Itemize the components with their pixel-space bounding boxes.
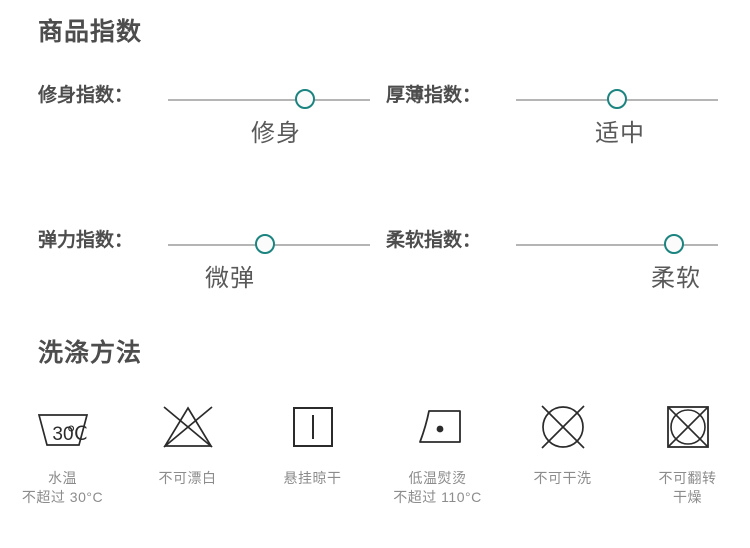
line-dry-icon xyxy=(279,398,347,456)
care-item-wash-temp: 30 ℃ 水温 不超过 30°C xyxy=(0,398,125,507)
do-not-bleach-icon xyxy=(154,398,222,456)
care-symbol-strip: 30 ℃ 水温 不超过 30°C 不可漂白 xyxy=(0,398,750,507)
care-caption: 悬挂晾干 xyxy=(283,470,342,486)
care-caption: 不可翻转 干燥 xyxy=(658,470,717,505)
slider-track[interactable] xyxy=(168,99,370,101)
slider-knob[interactable] xyxy=(254,234,275,254)
index-slider-softness[interactable] xyxy=(516,234,718,256)
care-item-iron-low: 低温熨烫 不超过 110°C xyxy=(375,398,500,507)
index-label-fit: 修身指数： xyxy=(38,85,134,106)
svg-text:30: 30 xyxy=(52,424,73,445)
slider-knob[interactable] xyxy=(663,234,684,254)
index-value-softness: 柔软 xyxy=(651,265,701,292)
iron-low-heat-icon xyxy=(404,398,472,456)
index-row-softness: 柔软指数： 柔软 xyxy=(386,225,721,320)
care-item-no-bleach: 不可漂白 xyxy=(125,398,250,507)
index-row-fit: 修身指数： 修身 xyxy=(38,80,373,175)
do-not-dry-clean-icon xyxy=(529,398,597,456)
do-not-tumble-dry-icon xyxy=(654,398,722,456)
care-caption: 水温 不超过 30°C xyxy=(21,470,104,505)
care-caption: 不可漂白 xyxy=(158,470,217,486)
index-value-thickness: 适中 xyxy=(595,120,645,147)
care-item-line-dry: 悬挂晾干 xyxy=(250,398,375,507)
index-slider-stretch[interactable] xyxy=(168,234,370,256)
slider-knob[interactable] xyxy=(607,89,627,109)
index-slider-thickness[interactable] xyxy=(516,89,718,111)
index-label-stretch: 弹力指数： xyxy=(38,230,134,251)
slider-knob[interactable] xyxy=(295,89,316,109)
product-index-heading: 商品指数 xyxy=(38,18,143,46)
index-value-fit: 修身 xyxy=(251,120,301,147)
svg-text:℃: ℃ xyxy=(66,424,87,445)
care-item-no-tumble-dry: 不可翻转 干燥 xyxy=(625,398,750,507)
index-row-thickness: 厚薄指数： 适中 xyxy=(386,80,721,175)
index-label-softness: 柔软指数： xyxy=(386,230,482,251)
care-item-no-dry-clean: 不可干洗 xyxy=(500,398,625,507)
care-caption: 低温熨烫 不超过 110°C xyxy=(393,470,482,505)
care-caption: 不可干洗 xyxy=(533,470,592,486)
slider-track[interactable] xyxy=(516,244,718,246)
index-row-stretch: 弹力指数： 微弹 xyxy=(38,225,373,320)
index-slider-fit[interactable] xyxy=(168,89,370,111)
wash-tub-30c-icon: 30 ℃ xyxy=(29,398,97,456)
wash-method-heading: 洗涤方法 xyxy=(38,339,143,367)
index-value-stretch: 微弹 xyxy=(205,265,255,292)
index-label-thickness: 厚薄指数： xyxy=(386,85,482,106)
